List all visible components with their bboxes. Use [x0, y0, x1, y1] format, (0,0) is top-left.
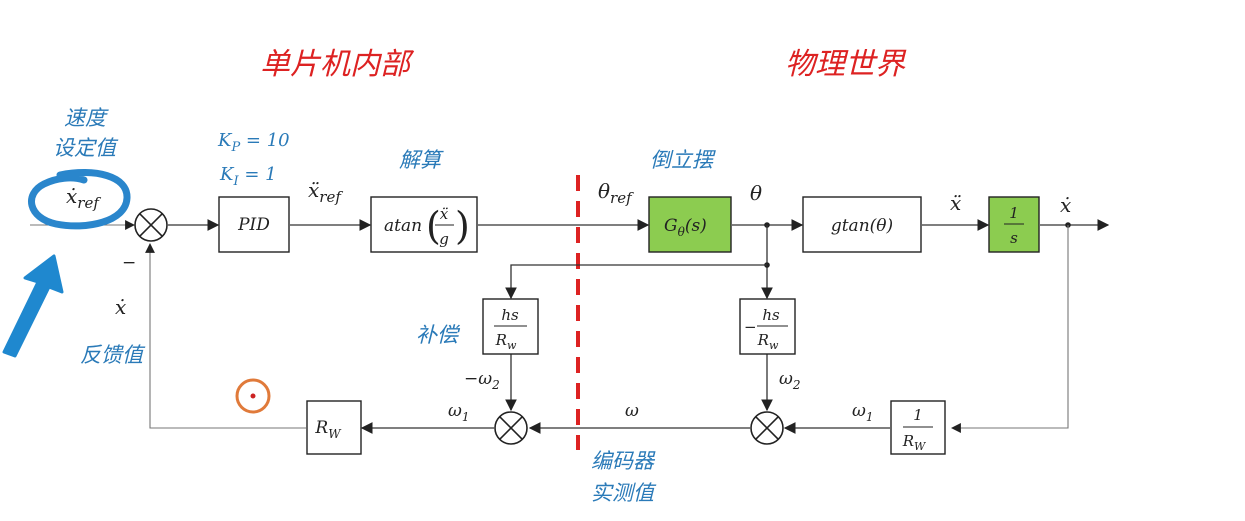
- integrator-denominator: s: [1010, 229, 1018, 247]
- g-theta-block: Gθ(s): [648, 196, 732, 253]
- annotation-speed-1: 速度: [64, 106, 109, 130]
- signal-omega2: ω2: [779, 369, 801, 392]
- wire-theta-to-left-comp: [505, 264, 767, 300]
- annotation-solve: 解算: [399, 148, 444, 172]
- annotation-feedback: 反馈值: [80, 343, 146, 367]
- signal-xdot-feedback: ẋ: [115, 295, 126, 319]
- header-physical-world: 物理世界: [785, 47, 907, 82]
- signal-minus-sign: −: [122, 253, 136, 273]
- rw-label: RW: [314, 418, 342, 441]
- atan-block: atan ( ẍ g ): [370, 196, 478, 253]
- signal-xdot-output: ẋ: [1060, 193, 1071, 217]
- atan-paren-left: (: [426, 204, 441, 248]
- annotation-compensation: 补偿: [416, 323, 461, 347]
- inv-rw-block: 1 RW: [890, 400, 946, 455]
- comp-right-denominator: Rw: [757, 331, 779, 352]
- rw-block: RW: [306, 400, 362, 455]
- pid-label: PID: [237, 215, 270, 235]
- gtan-block: gtan(θ): [802, 196, 922, 253]
- gtan-label: gtan(θ): [831, 216, 893, 236]
- signal-theta-ref: θref: [598, 179, 634, 207]
- integrator-numerator: 1: [1009, 204, 1019, 222]
- cursor-ring-icon: [235, 378, 271, 414]
- wire-xdot-to-inv-rw: [951, 225, 1069, 433]
- comp-left-block: hs Rw: [482, 298, 539, 355]
- arrow-pointer-stroke: [2, 254, 64, 358]
- integrator-block: 1 s: [988, 196, 1040, 253]
- annotation-encoder-1: 编码器: [591, 449, 656, 473]
- comp-right-numerator: hs: [762, 306, 780, 324]
- wire-feedback-to-sum: [145, 243, 306, 429]
- signal-xref-dot: ẋref: [66, 184, 101, 212]
- annotation-speed-2: 设定值: [53, 136, 119, 160]
- signal-omega1-left: ω1: [448, 401, 470, 424]
- comp-left-numerator: hs: [501, 306, 519, 324]
- comp-right-block: − hs Rw: [739, 298, 796, 355]
- signal-neg-omega2: −ω2: [464, 369, 500, 392]
- pid-block: PID: [218, 196, 290, 253]
- signal-omega1-right: ω1: [852, 401, 874, 424]
- comp-left-denominator: Rw: [495, 331, 517, 352]
- highlight-circle-stroke: [28, 169, 131, 230]
- annotation-pendulum: 倒立摆: [650, 148, 716, 172]
- sum-junction-main: [134, 208, 168, 242]
- inv-rw-numerator: 1: [913, 406, 923, 424]
- atan-numerator: ẍ: [440, 205, 449, 223]
- g-theta-label: Gθ(s): [664, 216, 707, 239]
- atan-paren-right: ): [455, 204, 470, 248]
- gain-kp: KP = 10: [217, 130, 290, 155]
- annotation-encoder-2: 实测值: [591, 481, 657, 505]
- gain-ki: KI = 1: [219, 164, 277, 189]
- sum-junction-right: [750, 411, 784, 445]
- signal-x-ddot: ẍ: [950, 191, 961, 215]
- atan-denominator: g: [439, 230, 449, 248]
- sum-junction-left: [494, 411, 528, 445]
- signal-omega: ω: [625, 401, 639, 421]
- header-mcu-internal: 单片机内部: [260, 47, 415, 82]
- signal-theta: θ: [750, 181, 762, 205]
- signal-xref-ddot: ẍref: [308, 178, 343, 206]
- inv-rw-denominator: RW: [902, 432, 927, 453]
- atan-fn-label: atan: [384, 216, 422, 236]
- comp-right-sign: −: [744, 318, 757, 336]
